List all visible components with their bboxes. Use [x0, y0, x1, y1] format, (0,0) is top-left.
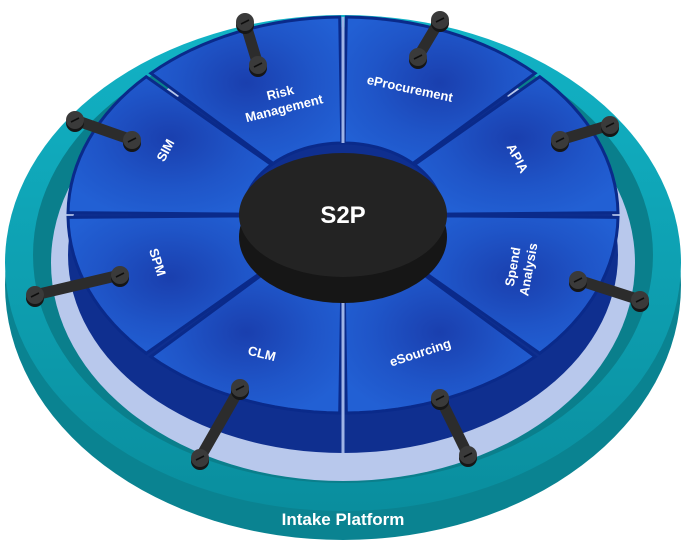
- connector-bar: [66, 111, 141, 152]
- connector-bar: [551, 116, 619, 152]
- s2p-hub: [239, 153, 447, 303]
- hub-label: S2P: [320, 202, 365, 229]
- segment-label: CLM: [246, 343, 277, 364]
- connector-bar: [409, 11, 449, 69]
- platform-label: Intake Platform: [282, 510, 405, 529]
- connector-bar: [26, 266, 129, 307]
- hub-top[interactable]: [239, 153, 447, 277]
- connector-bar: [431, 389, 477, 467]
- segment-risk-management[interactable]: [148, 15, 344, 166]
- segment-eprocurement[interactable]: [342, 15, 538, 166]
- connector-bar: [236, 13, 267, 77]
- connector-bar: [191, 379, 249, 470]
- connectors: [26, 11, 649, 470]
- connector-bar: [569, 271, 649, 312]
